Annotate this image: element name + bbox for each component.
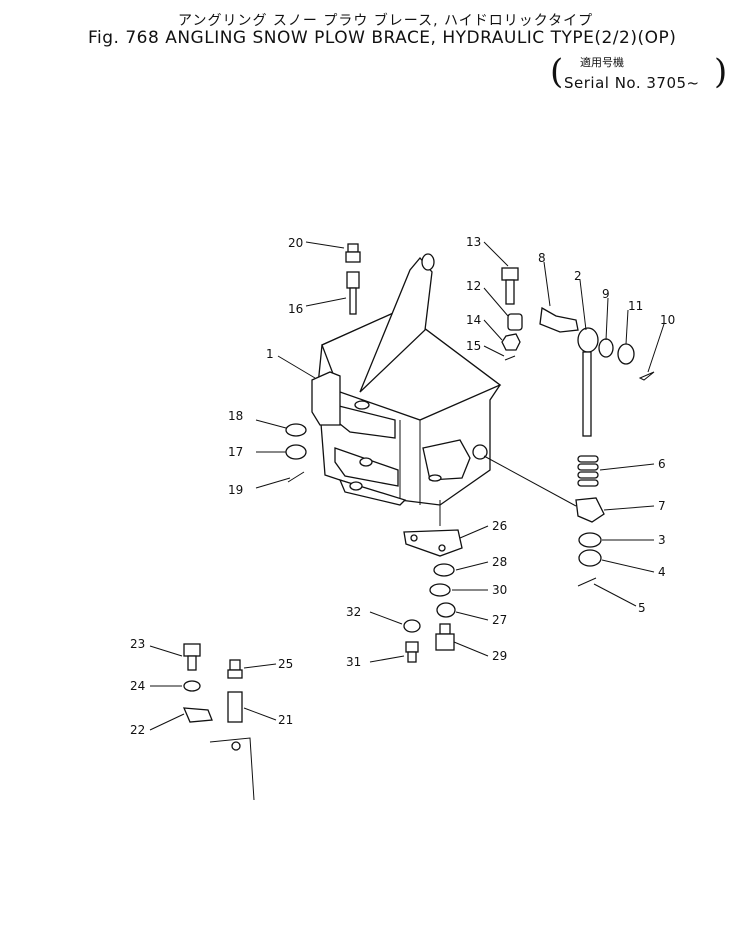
part-15-cotter xyxy=(504,355,516,361)
serial-block: ( 適用号機 Serial No. 3705~ ) xyxy=(550,52,730,96)
callout-14: 14 xyxy=(466,313,481,327)
title-japanese: アングリング スノー プラウ ブレース, ハイドロリックタイプ xyxy=(178,13,594,29)
part-31-bolt xyxy=(405,641,419,663)
callout-8: 8 xyxy=(538,251,546,265)
callout-4: 4 xyxy=(658,565,666,579)
callout-11: 11 xyxy=(628,299,643,313)
callout-22: 22 xyxy=(130,723,145,737)
callout-29: 29 xyxy=(492,649,507,663)
part-10-cotter xyxy=(638,371,655,381)
callout-21: 21 xyxy=(278,713,293,727)
callout-9: 9 xyxy=(602,287,610,301)
part-27-nut xyxy=(436,602,456,618)
callout-labels: 20 16 1 13 12 14 15 8 2 9 11 10 6 7 3 4 … xyxy=(130,235,675,737)
part-8-pin xyxy=(539,306,579,333)
left-paren: ( xyxy=(550,52,564,92)
callout-19: 19 xyxy=(228,483,243,497)
figure-title: Fig. 768 ANGLING SNOW PLOW BRACE, HYDRAU… xyxy=(88,28,677,48)
callout-31: 31 xyxy=(346,655,361,669)
part-17-nut xyxy=(285,444,307,460)
part-13-bolt xyxy=(501,267,519,305)
callout-13: 13 xyxy=(466,235,481,249)
inset-base xyxy=(209,737,255,801)
part-25-fitting xyxy=(227,659,243,679)
callout-16: 16 xyxy=(288,302,303,316)
part-5-cotter xyxy=(577,577,597,587)
part-18-washer xyxy=(285,423,307,437)
callout-18: 18 xyxy=(228,409,243,423)
part-30-lockwasher xyxy=(429,583,451,597)
callout-20: 20 xyxy=(288,236,303,250)
serial-japanese: 適用号機 xyxy=(580,56,624,69)
part-7-bracket xyxy=(575,497,605,523)
callout-3: 3 xyxy=(658,533,666,547)
callout-2: 2 xyxy=(574,269,582,283)
callout-24: 24 xyxy=(130,679,145,693)
part-11-nut xyxy=(617,343,635,365)
part-16-pin xyxy=(346,271,360,315)
part-3-washer xyxy=(578,532,602,548)
part-28-washer xyxy=(433,563,455,577)
part-32-washer xyxy=(403,619,421,633)
part-21-pin xyxy=(227,691,243,723)
callout-10: 10 xyxy=(660,313,675,327)
callout-15: 15 xyxy=(466,339,481,353)
part-26-plate xyxy=(403,529,463,557)
callout-1: 1 xyxy=(266,347,274,361)
callout-27: 27 xyxy=(492,613,507,627)
part-22-plate xyxy=(182,707,213,723)
right-paren: ) xyxy=(714,52,728,92)
part-29-fitting xyxy=(435,623,455,651)
part-2-rod xyxy=(577,327,599,437)
callout-6: 6 xyxy=(658,457,666,471)
callout-5: 5 xyxy=(638,601,646,615)
part-23-bolt xyxy=(183,643,201,671)
part-14-nut xyxy=(501,333,521,351)
callout-26: 26 xyxy=(492,519,507,533)
part-4-nut xyxy=(578,549,602,567)
callout-30: 30 xyxy=(492,583,507,597)
brace-body xyxy=(311,253,502,506)
callout-17: 17 xyxy=(228,445,243,459)
callout-23: 23 xyxy=(130,637,145,651)
callout-7: 7 xyxy=(658,499,666,513)
part-9-washer xyxy=(598,338,614,358)
callout-32: 32 xyxy=(346,605,361,619)
part-20-grease-fitting xyxy=(345,243,361,263)
serial-number: Serial No. 3705~ xyxy=(564,74,700,92)
callout-25: 25 xyxy=(278,657,293,671)
callout-12: 12 xyxy=(466,279,481,293)
part-19-cotter xyxy=(287,471,305,483)
leader-lines xyxy=(149,241,665,731)
part-24-washer xyxy=(183,680,201,692)
callout-28: 28 xyxy=(492,555,507,569)
part-12-collar xyxy=(507,313,523,331)
part-6-spring xyxy=(577,455,599,487)
